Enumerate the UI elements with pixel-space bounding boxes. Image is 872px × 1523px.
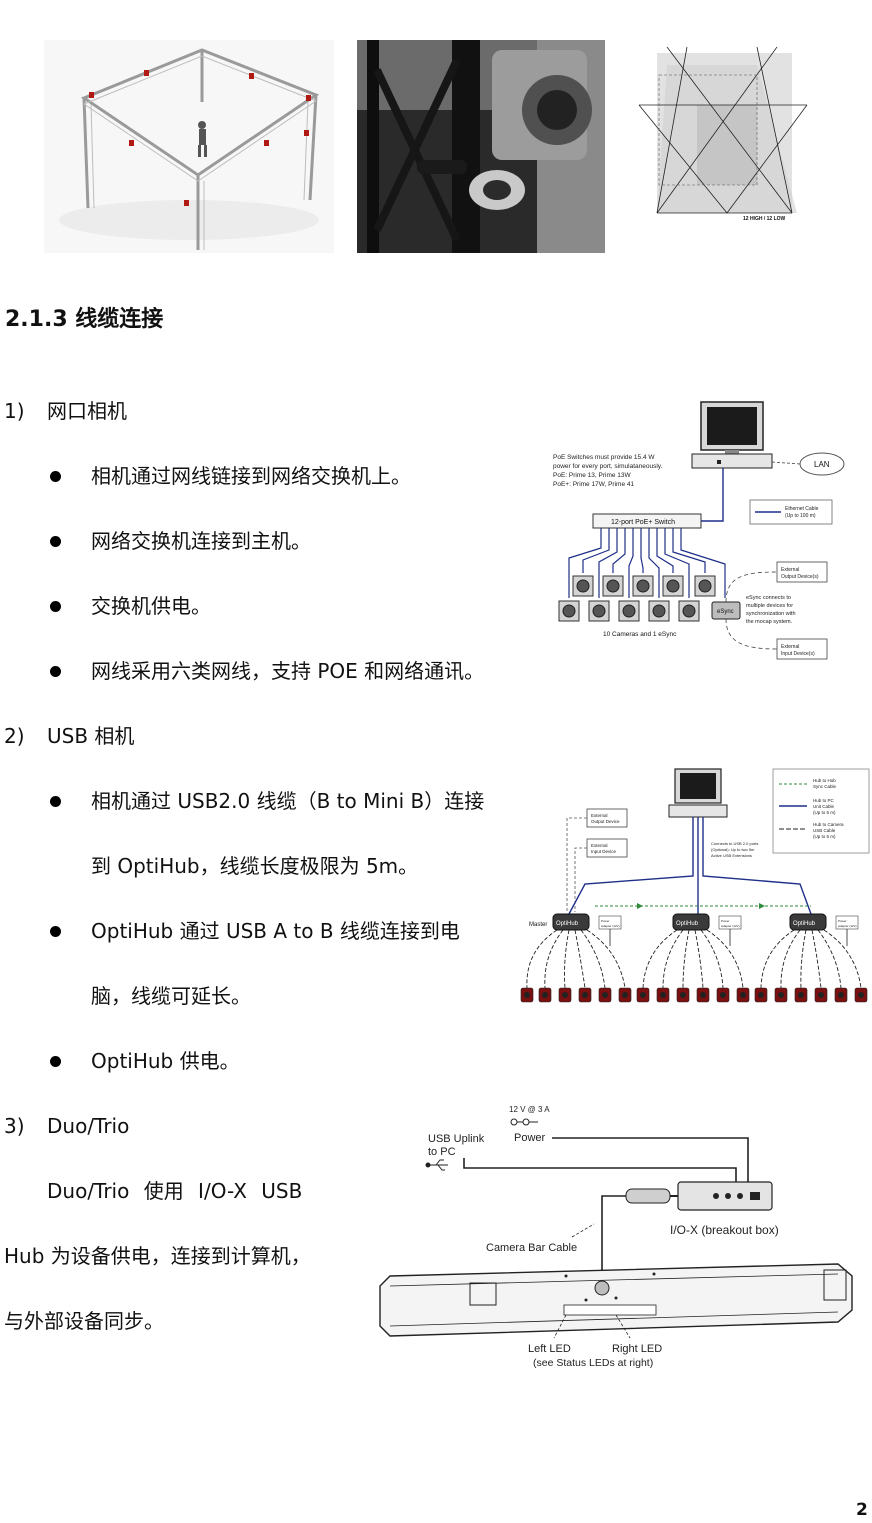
- camera-frustum-diagram: 12 HIGH / 12 LOW: [637, 45, 809, 223]
- connects-note: (Optional): Up to two 5m: [711, 847, 755, 852]
- esync-note: the mocap system.: [746, 619, 793, 625]
- iox-label: I/O-X (breakout box): [670, 1223, 779, 1237]
- external-input-label: Input Device: [591, 849, 617, 854]
- power-connector-icon: [510, 1118, 538, 1126]
- bullet-text: 网线采用六类网线，支持 POE 和网络通讯。: [91, 659, 485, 683]
- legend-text: Hub to PC: [813, 798, 835, 803]
- legend-text: Sync Cable: [813, 784, 837, 789]
- page-number: 2: [856, 1500, 868, 1520]
- cameras-label: 10 Cameras and 1 eSync: [603, 631, 677, 638]
- power-adapter-label: Power: [721, 919, 730, 923]
- lan-cloud-icon: [799, 452, 845, 476]
- bullet-text-continued: 到 OptiHub，线缆长度极限为 5m。: [91, 854, 419, 878]
- external-input-label: Input Device(s): [781, 651, 815, 657]
- power-adapter-label: Adapter (12V): [838, 924, 857, 928]
- left-led-label: Left LED: [528, 1343, 571, 1355]
- usb-camera-icon: [520, 987, 868, 1003]
- external-output-label: External: [781, 567, 799, 573]
- bullet-text: OptiHub 供电。: [91, 1049, 240, 1073]
- usb-optihub-diagram: Hub to Hub Sync Cable Hub to PC Unit Cab…: [515, 766, 872, 1010]
- camera-mount-photo: [357, 40, 605, 253]
- optihub-device: [672, 913, 710, 931]
- legend-text: (Up to 5 m): [813, 810, 836, 815]
- status-note: (see Status LEDs at right): [533, 1357, 653, 1369]
- section-1-title: 网口相机: [47, 399, 127, 423]
- legend-text: Hub to Hub: [813, 778, 836, 783]
- hub-label: OptiHub: [556, 921, 579, 927]
- bullet-dot: [50, 471, 61, 482]
- bullet-dot: [50, 796, 61, 807]
- bullet-dot: [50, 1056, 61, 1067]
- legend-text: Hub to Camera: [813, 822, 844, 827]
- esync-label: eSync: [717, 609, 734, 615]
- external-output-label: Output Device(s): [781, 574, 819, 580]
- power-adapter-label: Adapter (12V): [601, 924, 620, 928]
- bullet-text-continued: 脑，线缆可延长。: [91, 984, 251, 1008]
- esync-note: synchronization with: [746, 611, 796, 617]
- section-2-number: 2): [4, 724, 25, 748]
- external-input-label: External: [781, 644, 799, 650]
- bullet-dot: [50, 536, 61, 547]
- ethernet-legend: (Up to 100 m): [785, 513, 816, 519]
- bullet-text: 交换机供电。: [91, 594, 211, 618]
- poe-note-line: PoE Switches must provide 15.4 W: [553, 454, 655, 461]
- ethernet-legend: Ethernet Cable: [785, 506, 819, 512]
- power-adapter-label: Power: [838, 919, 847, 923]
- usb-uplink-label: to PC: [428, 1146, 456, 1158]
- bullet-dot: [50, 666, 61, 677]
- poe-network-diagram: LAN PoE Switches must provide 15.4 W pow…: [545, 398, 855, 663]
- section-3-body: Hub 为设备供电，连接到计算机，: [4, 1244, 311, 1268]
- bullet-text: 相机通过 USB2.0 线缆（B to Mini B）连接: [91, 789, 485, 813]
- power-adapter-label: Power: [601, 919, 610, 923]
- connects-note: Active USB Extensions: [711, 853, 752, 858]
- section-3-body: 与外部设备同步。: [4, 1309, 164, 1333]
- external-output-label: External: [591, 813, 608, 818]
- master-label: Master: [529, 922, 547, 928]
- poe-note-line: PoE+: Prime 17W, Prime 41: [553, 481, 634, 488]
- pc-tower-icon: [668, 804, 728, 818]
- section-heading: 2.1.3 线缆连接: [5, 307, 164, 332]
- power-spec-label: 12 V @ 3 A: [509, 1105, 550, 1114]
- bullet-dot: [50, 601, 61, 612]
- legend-text: USB Cable: [813, 828, 836, 833]
- bullet-text: 网络交换机连接到主机。: [91, 529, 311, 553]
- camera-bar: [379, 1263, 853, 1337]
- external-input-label: External: [591, 843, 608, 848]
- legend-text: (Up to 5 m): [813, 834, 836, 839]
- switch-label: 12-port PoE+ Switch: [611, 519, 675, 526]
- right-led-label: Right LED: [612, 1343, 662, 1355]
- camera-icon: [572, 575, 716, 597]
- section-3-title: Duo/Trio: [47, 1114, 130, 1138]
- hub-label: OptiHub: [676, 921, 699, 927]
- section-1-number: 1): [4, 399, 25, 423]
- power-adapter-label: Adapter (12V): [721, 924, 740, 928]
- camera-bar-cable-label: Camera Bar Cable: [486, 1242, 577, 1254]
- connects-note: Connects to USB 2.0 ports: [711, 841, 758, 846]
- duo-trio-diagram: 12 V @ 3 A Power USB Uplink to PC I/O-X …: [376, 1100, 860, 1375]
- bullet-text: OptiHub 通过 USB A to B 线缆连接到电: [91, 919, 460, 943]
- legend-text: Unit Cable: [813, 804, 835, 809]
- optihub-device: [552, 913, 590, 931]
- section-3-body: Duo/Trio 使用 I/O-X USB: [47, 1179, 303, 1203]
- esync-note: multiple devices for: [746, 603, 793, 609]
- section-2-title: USB 相机: [47, 724, 135, 748]
- power-label: Power: [514, 1132, 546, 1144]
- external-output-label: Output Device: [591, 819, 620, 824]
- hub-label: OptiHub: [793, 921, 816, 927]
- pc-tower-icon: [691, 453, 773, 469]
- poe-note-line: power for every port, simulataneously.: [553, 463, 663, 470]
- esync-note: eSync connects to: [746, 595, 791, 601]
- lan-label: LAN: [814, 460, 830, 469]
- bullet-dot: [50, 926, 61, 937]
- poe-note-line: PoE: Prime 13, Prime 13W: [553, 472, 632, 479]
- usb-icon: [425, 1159, 448, 1171]
- bullet-text: 相机通过网线链接到网络交换机上。: [91, 464, 411, 488]
- frustum-label: 12 HIGH / 12 LOW: [743, 216, 786, 222]
- usb-uplink-label: USB Uplink: [428, 1133, 485, 1145]
- section-3-number: 3): [4, 1114, 25, 1138]
- truss-rig-image: [44, 40, 334, 253]
- optihub-device: [789, 913, 827, 931]
- camera-icon: [558, 600, 700, 622]
